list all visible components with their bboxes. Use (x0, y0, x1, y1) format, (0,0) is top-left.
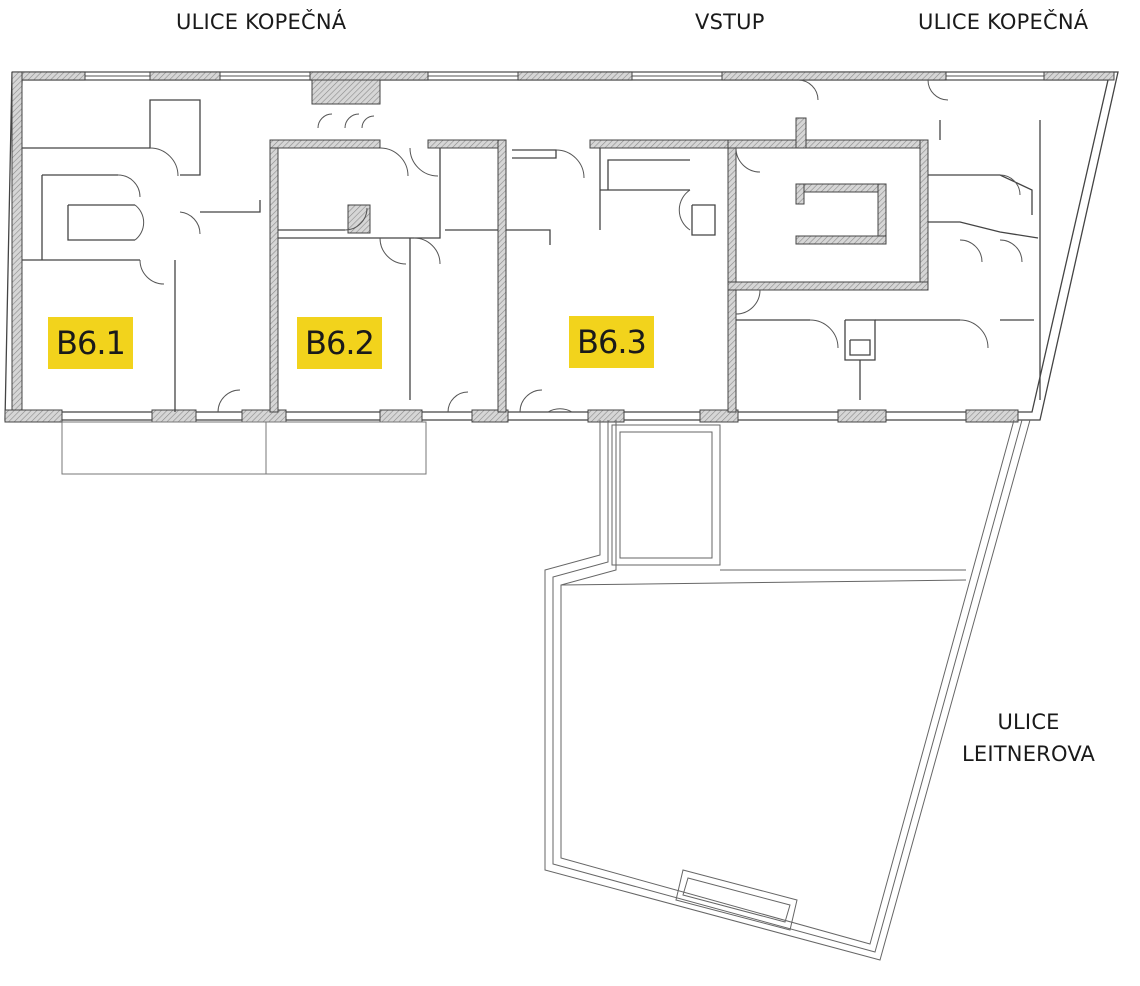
street-label-north-right: ULICE KOPEČNÁ (918, 10, 1089, 34)
unit-label-b6-3: B6.3 (569, 316, 654, 368)
balconies (61, 421, 427, 475)
north-wall-piers (11, 71, 1115, 421)
street-label-north-left: ULICE KOPEČNÁ (176, 10, 347, 34)
unit-label-b6-2: B6.2 (297, 317, 382, 369)
unit-label-b6-1: B6.1 (48, 317, 133, 369)
entrance-label: VSTUP (695, 10, 765, 34)
street-label-east: ULICE LEITNEROVA (962, 706, 1095, 770)
partition-lines (22, 99, 1041, 412)
south-wall-piers (4, 409, 1019, 423)
street-label-east-line2: LEITNEROVA (962, 742, 1096, 766)
door-swings (117, 79, 1023, 413)
street-label-east-line1: ULICE (997, 710, 1060, 734)
terrace (544, 419, 1031, 961)
building-outline (4, 71, 1119, 421)
interior-walls (269, 79, 929, 413)
